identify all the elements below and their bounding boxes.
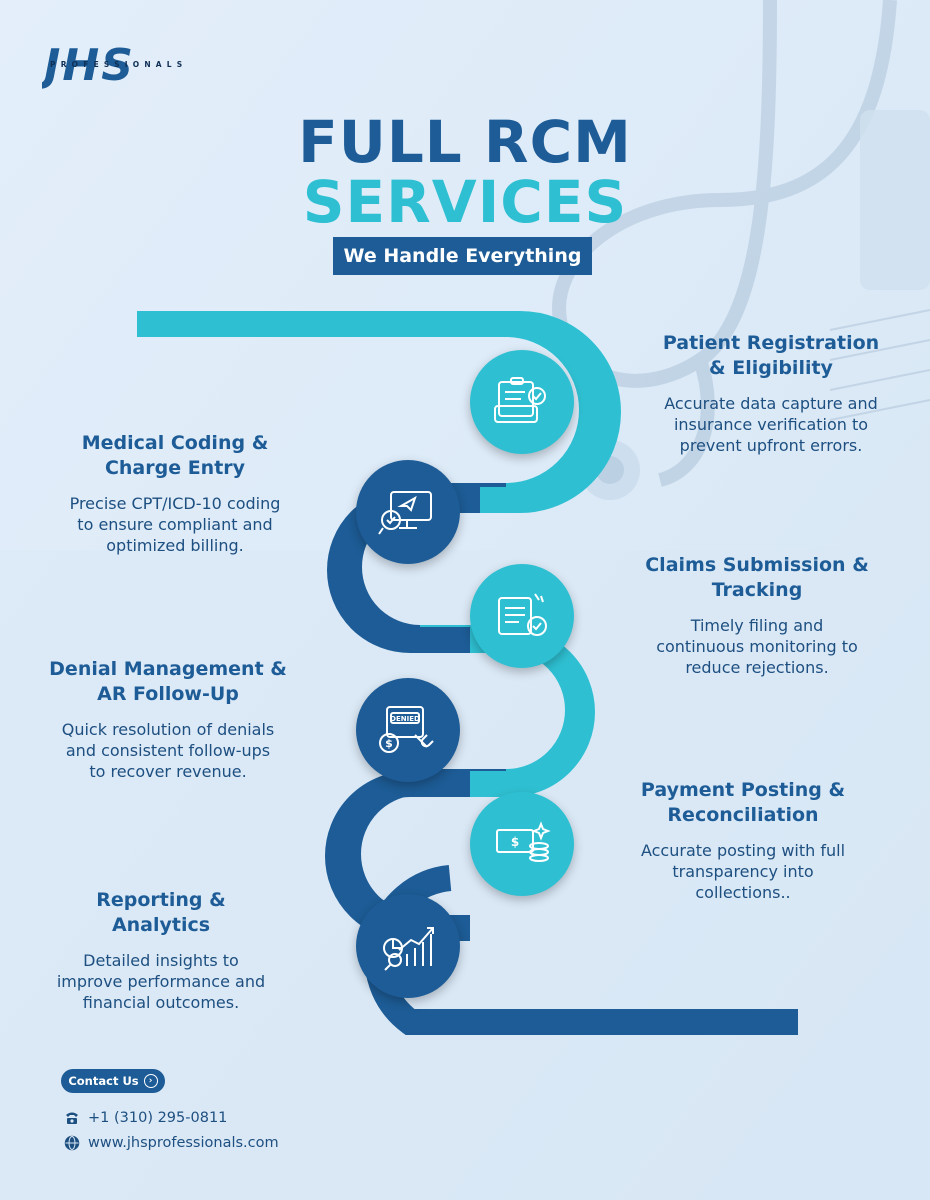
step-title: Claims Submission &Tracking [645, 554, 869, 601]
step-title: Payment Posting &Reconciliation [640, 779, 846, 826]
phone-line[interactable]: +1 (310) 295-0811 [64, 1110, 227, 1126]
phone-icon [66, 1112, 78, 1124]
step-title: Patient Registration& Eligibility [662, 332, 880, 379]
registration-circle [470, 350, 574, 454]
claims-circle [470, 564, 574, 668]
coding-monitor-icon [378, 491, 432, 535]
svg-text:PROFESSIONALS: PROFESSIONALS [50, 60, 187, 69]
jhs-logo: JHS PROFESSIONALS [42, 40, 187, 90]
step-reporting-analytics: Reporting &Analytics Detailed insights t… [16, 888, 306, 1013]
claims-document-icon [498, 593, 547, 636]
step-denial-management: Denial Management &AR Follow-Up Quick re… [23, 657, 313, 782]
svg-text:DENIED: DENIED [390, 715, 420, 723]
step-medical-coding: Medical Coding &Charge Entry Precise CPT… [30, 431, 320, 556]
analytics-chart-icon [383, 927, 434, 971]
registration-form-icon [494, 377, 546, 423]
payment-cash-icon: $ [496, 821, 551, 862]
chevron-right-icon: › [143, 1074, 158, 1088]
tagline-banner: We Handle Everything [333, 237, 592, 275]
website-url: www.jhsprofessionals.com [88, 1135, 279, 1151]
globe-icon [64, 1135, 80, 1151]
svg-text:$: $ [511, 835, 519, 849]
step-title: Medical Coding &Charge Entry [81, 432, 269, 479]
analytics-circle [356, 894, 460, 998]
step-claims-submission: Claims Submission &Tracking Timely filin… [612, 553, 902, 678]
page-title-line2: SERVICES [302, 168, 628, 236]
svg-text:$: $ [385, 737, 393, 750]
website-line[interactable]: www.jhsprofessionals.com [64, 1135, 279, 1151]
coding-circle [356, 460, 460, 564]
page-title-line1: FULL RCM [298, 108, 632, 176]
denial-circle: DENIED $ [356, 678, 460, 782]
denied-stamp-icon: DENIED $ [379, 706, 434, 753]
step-patient-registration: Patient Registration& Eligibility Accura… [626, 331, 916, 456]
svg-text:JHS: JHS [42, 40, 135, 90]
contact-us-button[interactable]: Contact Us › [61, 1069, 165, 1093]
payment-circle: $ [470, 792, 574, 896]
step-title: Denial Management &AR Follow-Up [49, 658, 287, 705]
step-payment-posting: Payment Posting &Reconciliation Accurate… [598, 778, 888, 903]
phone-number: +1 (310) 295-0811 [88, 1110, 228, 1126]
contact-us-label: Contact Us [68, 1074, 139, 1088]
step-title: Reporting &Analytics [96, 889, 226, 936]
